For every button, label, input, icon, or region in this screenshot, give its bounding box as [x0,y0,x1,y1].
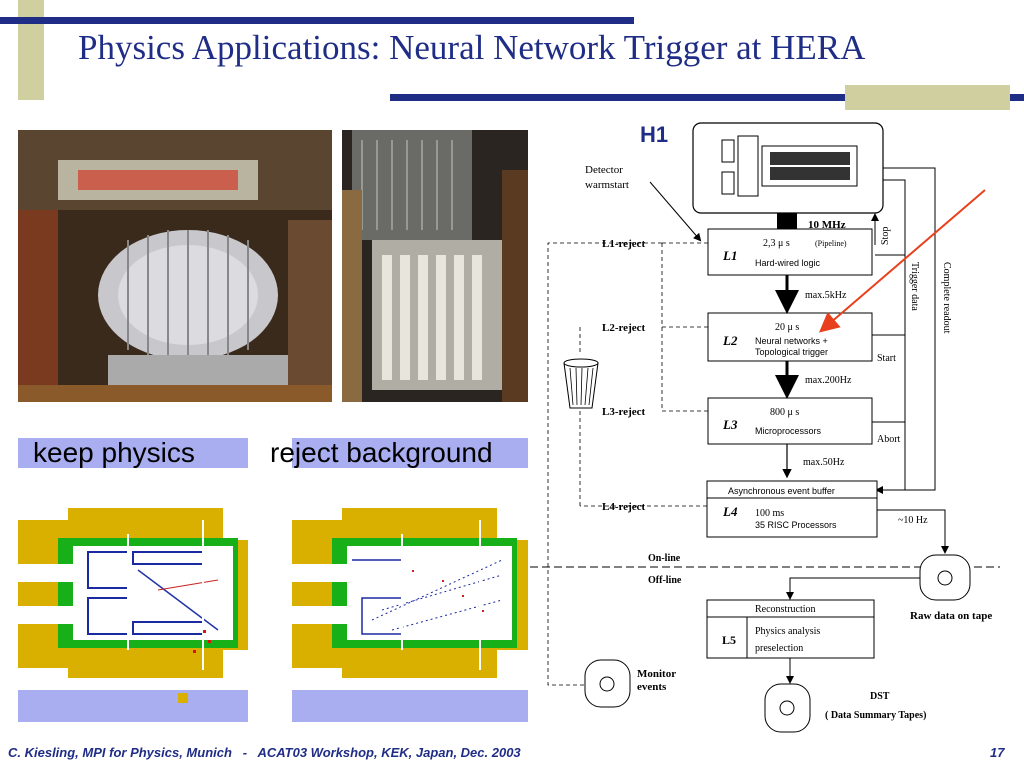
trigger-data-label: Trigger data [909,262,920,311]
l1-desc: Hard-wired logic [755,258,821,268]
l2-time: 20 μ s [775,322,799,333]
l5-name: L5 [722,633,736,647]
l2-desc-1: Neural networks + [755,336,828,346]
raw-data-tape-icon [919,554,971,601]
dst-tape-icon [764,683,811,733]
complete-readout-label: Complete readout [941,262,952,334]
l1-name: L1 [722,248,737,263]
red-pointer-arrow [818,189,986,333]
l2-name: L2 [722,333,738,348]
l2-box [707,312,873,362]
event-info-bar-physics [18,690,248,722]
l4-name: L4 [722,504,738,519]
monitor-label-2: events [637,681,667,693]
accent-bar-top [0,17,634,24]
page-title: Physics Applications: Neural Network Tri… [78,28,866,67]
monitor-tape-icon [584,659,631,708]
online-label: On-line [648,553,681,564]
dst-desc: ( Data Summary Tapes) [825,710,926,721]
detector-icon [721,135,858,197]
abort-label: Abort [877,434,901,445]
event-display-physics [18,500,248,685]
trash-icon [563,358,599,409]
accent-block-right [845,85,1010,110]
rate-l1: max.5kHz [805,290,847,301]
rate-l4: ~10 Hz [898,515,928,526]
l5-preselection: preselection [755,643,803,654]
l4-desc: 35 RISC Processors [755,520,837,530]
l3-desc: Microprocessors [755,426,822,436]
l3-time: 800 μ s [770,407,799,418]
l2-desc-2: Topological trigger [755,347,828,357]
l1-box [707,228,873,276]
footer-text: C. Kiesling, MPI for Physics, Munich - A… [8,745,521,760]
trigger-diagram: Detector warmstart 10 MHz Stop Trigger d… [530,122,1000,733]
rate-l3: max.50Hz [803,457,845,468]
l1-time: 2,3 μ s [763,238,790,249]
rate-l2: max.200Hz [805,375,852,386]
electronics-rack-photo [342,130,528,402]
rate-10mhz: 10 MHz [808,219,846,231]
detector-photo [18,130,332,402]
start-label: Start [877,353,896,364]
l4-time: 100 ms [755,508,784,519]
caption-reject-background: reject background [270,437,493,468]
detector-warmstart-label-1: Detector [585,164,623,176]
dst-label: DST [870,691,890,702]
accent-block-top-left [18,0,44,100]
detector-warmstart-label-2: warmstart [585,179,629,191]
page-number: 17 [990,745,1005,760]
l5-box [706,599,875,659]
l3-name: L3 [722,417,738,432]
event-display-background [292,500,528,685]
l4-reject: L4-reject [602,501,645,513]
l5-analysis: Physics analysis [755,626,820,637]
raw-data-label: Raw data on tape [910,610,992,622]
l3-reject: L3-reject [602,406,645,418]
l2-reject: L2-reject [602,322,645,334]
monitor-label-1: Monitor [637,668,676,680]
l4-box [706,480,878,538]
l4-buffer: Asynchronous event buffer [728,486,835,496]
l1-note: (Pipeline) [815,239,847,248]
caption-reject-bg [292,438,528,468]
caption-keep-physics: keep physics [33,437,195,468]
l1-reject: L1-reject [602,238,645,250]
event-info-bar-background [292,690,528,722]
caption-keep-bg [18,438,248,468]
accent-bar-right [390,94,1024,101]
offline-label: Off-line [648,575,682,586]
experiment-label: H1 [640,122,669,147]
l5-reconstruction: Reconstruction [755,604,816,615]
stop-label: Stop [880,227,891,245]
